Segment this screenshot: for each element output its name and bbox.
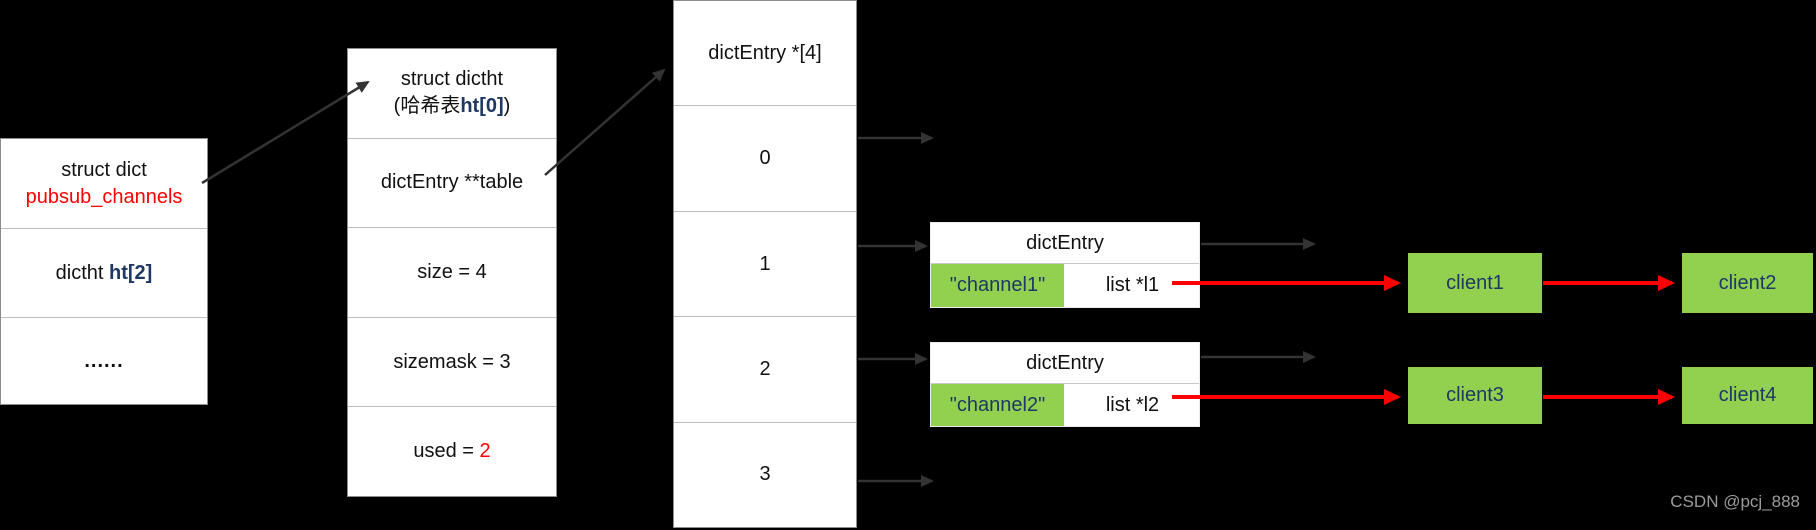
dictentry-1-header: dictEntry — [931, 223, 1199, 264]
bucket-cell-1: 1 — [674, 210, 856, 316]
dictht-subtitle-highlight: ht[0] — [460, 95, 504, 118]
bucket-cell-0: 0 — [674, 105, 856, 210]
dictht-field-sizemask: sizemask = 3 — [348, 316, 556, 407]
dictht-field-used-value: 2 — [479, 440, 491, 463]
dictentry-2-kv: "channel2" list *l2 — [931, 384, 1199, 426]
dict-ellipsis: ...... — [84, 349, 124, 372]
bucket-array-header: dictEntry *[4] — [708, 41, 822, 64]
dictht-field-used-prefix: used = — [413, 440, 480, 463]
dictht-subtitle-prefix: (哈希表 — [393, 95, 461, 118]
dict-subtitle: pubsub_channels — [25, 185, 183, 208]
bucket-cell-2: 2 — [674, 316, 856, 421]
dictht-field-used-cell: used = 2 — [348, 406, 556, 496]
dictht-title: struct dictht — [400, 68, 504, 91]
dict-field-ht-highlight: ht[2] — [109, 261, 153, 284]
client-node-2: client2 — [1682, 253, 1813, 313]
dict-field-ht-cell: dictht ht[2] — [1, 228, 207, 317]
dictentry-1-value: list *l1 — [1105, 274, 1160, 296]
dictentry-2-value: list *l2 — [1105, 393, 1160, 416]
arrow-dict-to-dictht — [201, 80, 370, 185]
client-node-3: client3 — [1408, 367, 1542, 424]
dict-title-cell: struct dict pubsub_channels — [1, 139, 207, 228]
client-node-4: client4 — [1682, 367, 1813, 424]
dictentry-2-header: dictEntry — [931, 343, 1199, 384]
dictentry-2-key: "channel2" — [931, 384, 1066, 426]
dictentry-1-kv: "channel1" list *l1 — [931, 264, 1199, 307]
dict-title: struct dict — [61, 158, 147, 181]
dictht-subtitle-suffix: ) — [503, 95, 511, 118]
dict-field-ht-prefix: dictht — [55, 261, 110, 284]
arrow-table-to-array — [544, 68, 666, 176]
dictht-title-cell: struct dictht (哈希表ht[0]) — [348, 49, 556, 138]
dict-ellipsis-cell: ...... — [1, 317, 207, 404]
dictentry-node-2: dictEntry "channel2" list *l2 — [930, 342, 1200, 427]
watermark: CSDN @pcj_888 — [1670, 492, 1800, 511]
bucket-cell-3: 3 — [674, 421, 856, 527]
dictht-field-size: size = 4 — [348, 227, 556, 317]
dictentry-node-1: dictEntry "channel1" list *l1 — [930, 222, 1200, 308]
dict-struct-box: struct dict pubsub_channels dictht ht[2]… — [0, 138, 208, 405]
dictht-struct-box: struct dictht (哈希表ht[0]) dictEntry **tab… — [347, 48, 557, 497]
client-node-1: client1 — [1408, 253, 1542, 313]
bucket-array-box: dictEntry *[4] 0 1 2 3 — [673, 0, 857, 528]
dictht-field-table: dictEntry **table — [348, 137, 556, 228]
dictentry-1-key: "channel1" — [931, 264, 1066, 307]
